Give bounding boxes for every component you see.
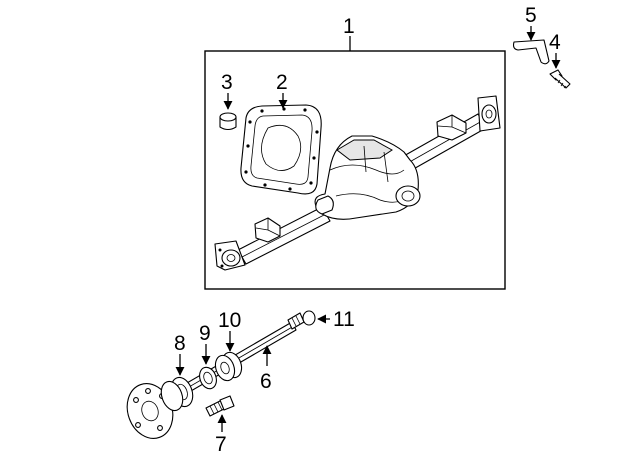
callout-9-label: 9 [199, 322, 211, 345]
differential-cover-gasket[interactable] [240, 104, 322, 195]
axle-bearing[interactable] [157, 374, 196, 413]
bracket[interactable] [512, 39, 550, 65]
axle-seal[interactable] [212, 350, 245, 384]
callout-6[interactable]: 6 [260, 345, 272, 393]
callout-7-label: 7 [215, 433, 227, 456]
callout-11-label: 11 [333, 308, 355, 331]
retainer-ring[interactable] [197, 365, 220, 391]
axle-vent[interactable] [549, 69, 571, 89]
gasket-bolt-holes [244, 107, 319, 191]
callout-4[interactable]: 4 [549, 31, 561, 69]
callout-1-label: 1 [343, 15, 355, 38]
callout-9[interactable]: 9 [199, 322, 211, 365]
callout-3[interactable]: 3 [221, 71, 233, 110]
axle-housing[interactable] [214, 95, 501, 271]
callout-5-label: 5 [525, 4, 537, 27]
callout-10[interactable]: 10 [218, 309, 241, 352]
c-lock-ring[interactable] [302, 310, 316, 326]
callout-8-label: 8 [174, 332, 186, 355]
callout-4-label: 4 [549, 31, 561, 54]
callout-6-label: 6 [260, 370, 272, 393]
callout-8[interactable]: 8 [174, 332, 186, 376]
callout-11[interactable]: 11 [317, 308, 355, 331]
callout-3-label: 3 [221, 71, 233, 94]
callout-1[interactable]: 1 [343, 15, 355, 51]
callout-2-label: 2 [276, 71, 288, 94]
callout-5[interactable]: 5 [525, 4, 537, 41]
callout-2[interactable]: 2 [276, 71, 288, 109]
wheel-stud[interactable] [205, 395, 235, 417]
callout-10-label: 10 [218, 309, 241, 332]
filler-plug[interactable] [219, 112, 237, 131]
callout-7[interactable]: 7 [215, 414, 227, 456]
